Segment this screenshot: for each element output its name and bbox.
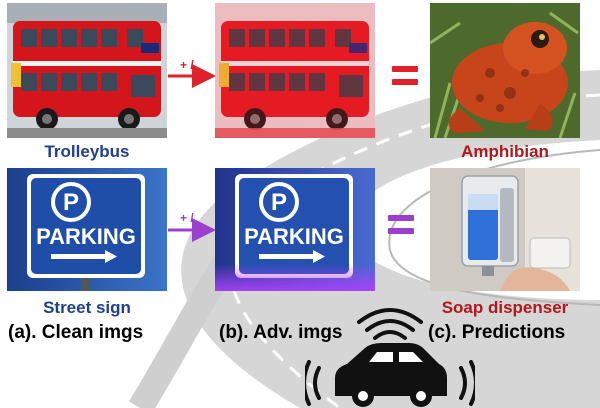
- adv-sign-image: P PARKING: [215, 168, 375, 291]
- clean-top-label: Trolleybus: [44, 142, 130, 161]
- adv-sign-letter: P: [271, 189, 287, 216]
- clean-sign-image: P PARKING: [7, 168, 167, 291]
- caption-clean: (a). Clean imgs: [8, 322, 144, 343]
- autonomous-car-icon: [305, 308, 475, 407]
- sign-letter: P: [63, 189, 79, 216]
- pred-soap-image: [430, 168, 580, 291]
- caption-pred: (c). Predictions: [428, 322, 566, 343]
- pred-bottom-label: Soap dispenser: [441, 298, 569, 317]
- pred-top-label: Amphibian: [461, 142, 549, 161]
- bottom-equals-sign: [388, 215, 414, 241]
- top-equals-sign: [392, 66, 418, 92]
- bottom-operator: + /: [180, 211, 194, 225]
- clean-bus-image: [7, 3, 167, 138]
- adv-bus-image: [215, 3, 375, 138]
- pred-frog-image: [430, 3, 580, 138]
- top-operator: + /: [180, 58, 194, 72]
- clean-bottom-label: Street sign: [43, 298, 131, 317]
- caption-adv: (b). Adv. imgs: [219, 322, 343, 343]
- adv-sign-word: PARKING: [244, 224, 344, 249]
- sign-word: PARKING: [36, 224, 136, 249]
